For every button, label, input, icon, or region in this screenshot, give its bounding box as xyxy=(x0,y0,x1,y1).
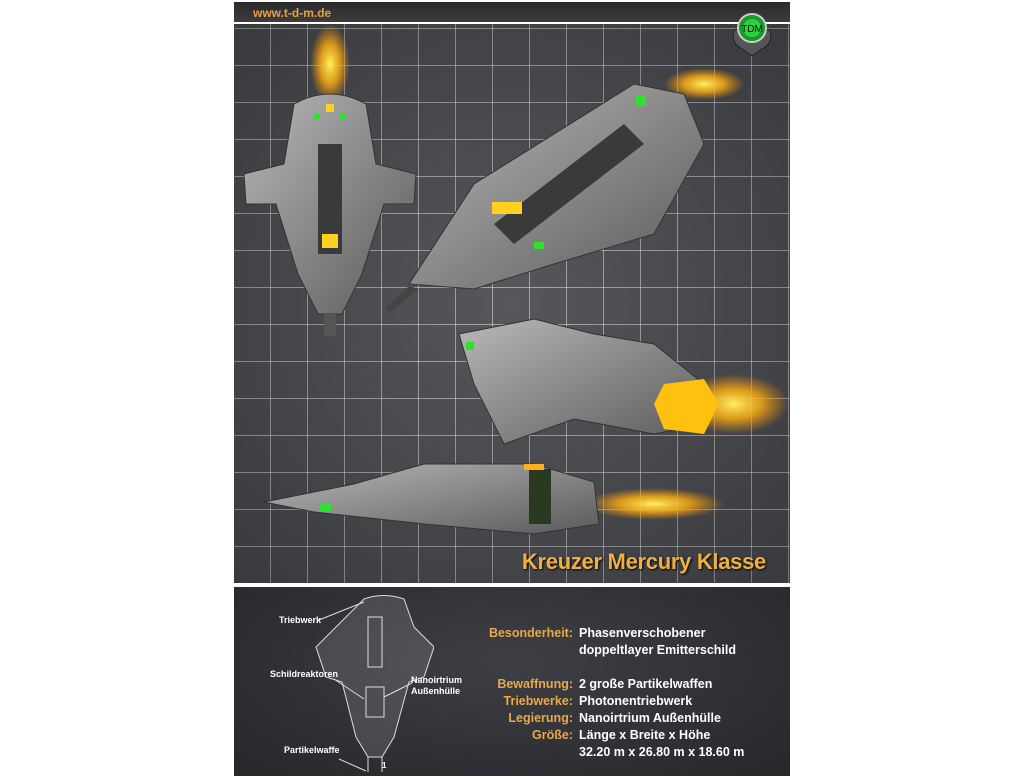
spec-key: Bewaffnung: xyxy=(497,677,573,691)
ship-schematic xyxy=(315,595,434,772)
spec-list: Besonderheit: Phasenverschobener doppeltl… xyxy=(470,625,744,761)
label-marker: 1 xyxy=(382,761,387,770)
website-link[interactable]: www.t-d-m.de xyxy=(253,6,332,20)
spec-key: Besonderheit: xyxy=(488,626,573,640)
spec-value: 2 große Partikelwaffen xyxy=(579,677,713,691)
spec-row: doppeltlayer Emitterschild xyxy=(470,642,744,659)
spec-row: Besonderheit: Phasenverschobener xyxy=(470,625,744,642)
ship-renders xyxy=(243,24,789,535)
poster: www.t-d-m.de TDM xyxy=(234,2,790,778)
spec-value: doppeltlayer Emitterschild xyxy=(579,643,736,657)
ship-class-title: Kreuzer Mercury Klasse xyxy=(521,549,766,574)
spec-value: Länge x Breite x Höhe xyxy=(579,728,711,742)
spec-row: Größe: Länge x Breite x Höhe xyxy=(470,727,744,744)
svg-text:TDM: TDM xyxy=(741,24,763,35)
label-hull-line2: Außenhülle xyxy=(411,686,460,696)
label-hull-line1: Nanoirtrium xyxy=(411,675,463,685)
ship-render-panel: Kreuzer Mercury Klasse xyxy=(234,24,790,583)
spec-row: Bewaffnung: 2 große Partikelwaffen xyxy=(470,676,744,693)
ship-side-view xyxy=(263,463,724,535)
spec-key: Legierung: xyxy=(508,711,573,725)
ship-top-view xyxy=(243,24,417,336)
ship-perspective-view xyxy=(384,68,744,312)
spec-key: Triebwerke: xyxy=(503,694,573,708)
spec-value: Nanoirtrium Außenhülle xyxy=(579,711,721,725)
spec-key: Größe: xyxy=(532,728,573,742)
spec-key-empty xyxy=(470,642,579,659)
spec-value: Photonentriebwerk xyxy=(579,694,693,708)
top-bar: www.t-d-m.de xyxy=(234,2,790,22)
label-engine: Triebwerk xyxy=(279,615,322,625)
spec-row: Legierung: Nanoirtrium Außenhülle xyxy=(470,710,744,727)
spec-row: Triebwerke: Photonentriebwerk xyxy=(470,693,744,710)
label-shield-reactors: Schildreaktoren xyxy=(270,669,339,679)
label-weapon: Partikelwaffe xyxy=(284,745,340,755)
spec-value: Phasenverschobener xyxy=(579,626,706,640)
spec-value: 32.20 m x 26.80 m x 18.60 m xyxy=(579,745,745,759)
spec-key-empty xyxy=(470,744,579,761)
tdm-logo: TDM xyxy=(732,13,772,57)
ship-rear-view xyxy=(458,318,789,445)
spec-panel: Triebwerk Schildreaktoren Nanoirtrium Au… xyxy=(234,587,790,776)
spec-row: 32.20 m x 26.80 m x 18.60 m xyxy=(470,744,744,761)
